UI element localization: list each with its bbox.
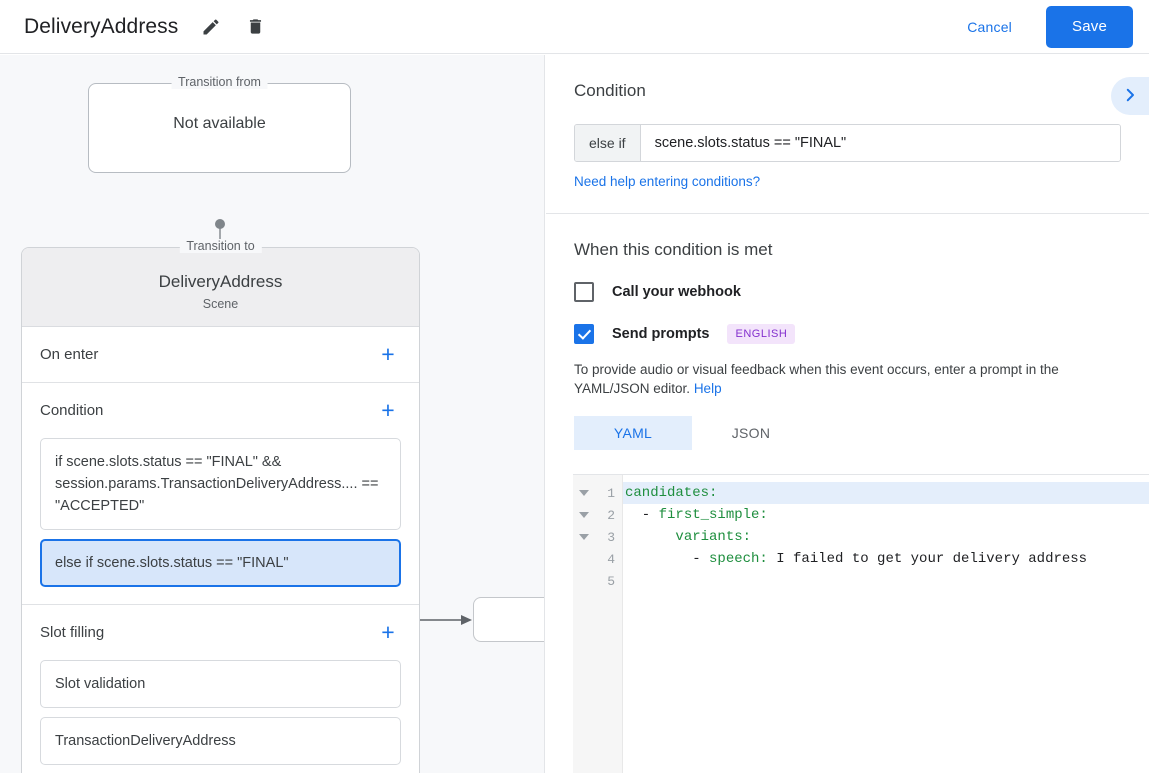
transition-to-header: Transition to DeliveryAddress Scene [22,239,419,327]
tab-yaml[interactable]: YAML [574,416,692,450]
transition-to-node: Transition to DeliveryAddress Scene On e… [21,239,420,773]
section-condition: Condition + if scene.slots.status == "FI… [22,383,419,605]
gutter-line: 1 [573,482,622,504]
trash-icon [246,17,265,36]
slot-list-item[interactable]: Slot validation [40,660,401,708]
send-prompts-checkbox[interactable] [574,324,594,344]
app-header: DeliveryAddress Cancel Save [0,0,1149,54]
scene-graph-panel: Transition from Not available Transition… [0,55,545,773]
gutter-line: 5 [573,570,622,592]
code-line: - speech: I failed to get your delivery … [625,551,1088,567]
line-number: 2 [607,507,615,523]
gutter-line: 3 [573,526,622,548]
gutter-line: 2 [573,504,622,526]
send-prompts-row: Send prompts ENGLISH [574,324,1121,344]
yaml-editor[interactable]: 1 2 3 4 5 candidates: - first_simple: va… [573,474,1149,773]
transition-from-node[interactable]: Transition from Not available [88,75,351,173]
condition-heading: Condition [574,81,646,100]
prompt-helper-sentence: To provide audio or visual feedback when… [574,362,1059,396]
slot-list-item[interactable]: TransactionDeliveryAddress [40,717,401,765]
transition-to-legend: Transition to [179,239,262,253]
panel-divider [546,213,1149,214]
code-line: - first_simple: [625,507,768,523]
fold-arrow-icon[interactable] [579,534,589,540]
section-slot-filling: Slot filling + Slot validation Transacti… [22,605,419,773]
call-webhook-label: Call your webhook [612,284,741,300]
cancel-button[interactable]: Cancel [951,10,1028,44]
code-line [623,570,1149,592]
save-button[interactable]: Save [1046,5,1133,48]
code-line: variants: [675,529,752,545]
language-badge: ENGLISH [727,324,796,344]
condition-block: Condition else if Need help entering con… [546,55,1149,213]
transition-target-stub-node[interactable] [473,597,544,642]
transition-from-value: Not available [173,115,266,132]
fold-arrow-icon[interactable] [579,512,589,518]
pencil-icon [201,17,221,37]
call-webhook-checkbox[interactable] [574,282,594,302]
line-number: 5 [607,573,615,589]
gutter-line: 4 [573,548,622,570]
condition-operator-label: else if [575,125,641,161]
header-actions: Cancel Save [951,5,1149,48]
condition-help-link[interactable]: Need help entering conditions? [574,174,761,189]
condition-expression-input[interactable] [640,125,1120,161]
section-title-on-enter: On enter [40,346,99,363]
expand-panel-button[interactable] [1111,77,1149,115]
condition-input-row: else if [574,124,1121,162]
transition-from-legend: Transition from [171,75,268,89]
webhook-row: Call your webhook [574,282,1121,302]
condition-list-item[interactable]: if scene.slots.status == "FINAL" && sess… [40,438,401,530]
editor-format-tabs: YAML JSON [574,416,1121,450]
delete-button[interactable] [238,10,272,44]
scene-name: DeliveryAddress [158,272,283,291]
tab-json[interactable]: JSON [692,416,810,450]
section-on-enter: On enter + [22,327,419,383]
edit-name-button[interactable] [194,10,228,44]
editor-code-area[interactable]: candidates: - first_simple: variants: - … [623,475,1149,773]
code-line: candidates: [623,482,1149,504]
chevron-right-icon [1121,86,1139,107]
page-title: DeliveryAddress [24,14,179,38]
when-condition-met-block: When this condition is met Call your web… [546,214,1149,450]
add-condition-button[interactable]: + [375,398,401,424]
add-slot-button[interactable]: + [375,620,401,646]
prompt-helper-text: To provide audio or visual feedback when… [574,360,1121,398]
editor-gutter: 1 2 3 4 5 [573,475,623,773]
line-number: 1 [607,485,615,501]
section-title-condition: Condition [40,402,104,419]
add-on-enter-button[interactable]: + [375,342,401,368]
section-title-slot-filling: Slot filling [40,624,105,641]
line-number: 4 [607,551,615,567]
when-met-heading: When this condition is met [574,240,773,259]
prompt-help-link[interactable]: Help [693,381,722,396]
send-prompts-label: Send prompts [612,326,710,342]
line-number: 3 [607,529,615,545]
fold-arrow-icon[interactable] [579,490,589,496]
condition-list-item-selected[interactable]: else if scene.slots.status == "FINAL" [40,539,401,587]
scene-type: Scene [202,297,239,311]
